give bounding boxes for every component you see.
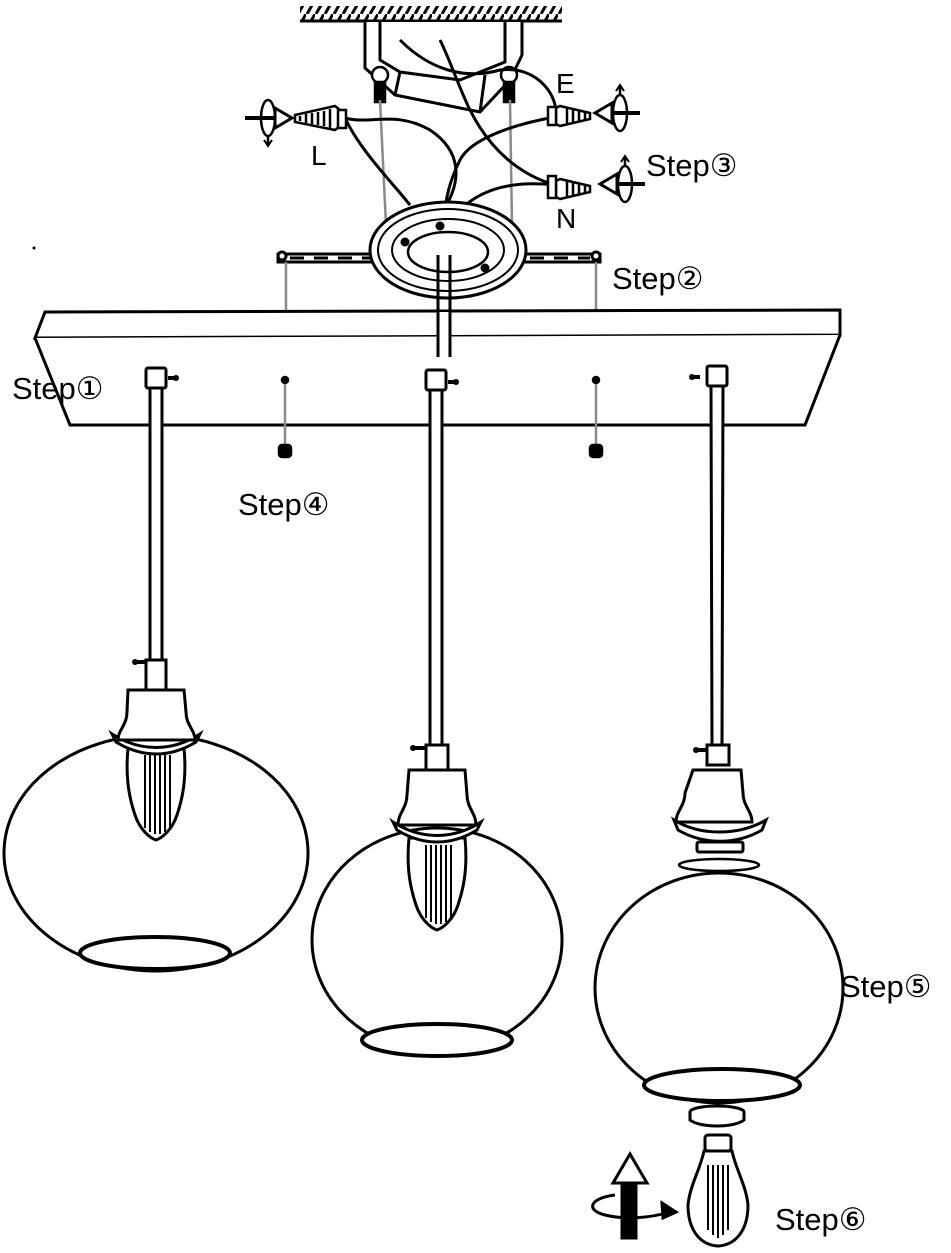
pendant-right-screw: [693, 747, 707, 753]
step4-label: Step④: [238, 487, 330, 522]
pendant-right: [593, 743, 845, 1105]
pendant-center-screw: [410, 745, 425, 751]
canopy-plate: [368, 200, 528, 300]
wire-connector-l: [293, 104, 348, 132]
pendant-center: [310, 743, 564, 1058]
step2-label: Step②: [612, 261, 704, 296]
finial-right: [588, 375, 604, 459]
pendant-left-screw: [132, 659, 145, 665]
mounting-screw-left: [370, 65, 390, 104]
step5-label: Step⑤: [840, 969, 932, 1004]
wire-label-e: E: [556, 68, 575, 99]
ceiling: [300, 6, 562, 23]
twist-arrow-n-icon: [597, 154, 645, 204]
cord-grip-screws: [168, 374, 700, 385]
step1-label: Step①: [12, 371, 104, 406]
step3-label: Step③: [646, 148, 738, 183]
wire-label-n: N: [556, 203, 577, 234]
stray-mark: [32, 246, 36, 250]
twist-arrow-l-icon: [245, 98, 295, 148]
locking-ring: [688, 1104, 746, 1128]
twist-arrow-e-icon: [592, 83, 640, 133]
crossbar-rods: [284, 262, 598, 312]
loose-bulb-icon: [686, 1133, 750, 1248]
rotate-arrow-icon: [591, 1151, 680, 1240]
mounting-screw-right: [499, 65, 519, 104]
wire-label-l: L: [311, 140, 327, 171]
step6-label: Step⑥: [775, 1202, 867, 1237]
wire-connector-e: [546, 104, 592, 128]
finial-left: [277, 375, 293, 459]
wire-connector-n: [546, 174, 592, 201]
pendant-left: [2, 658, 310, 973]
